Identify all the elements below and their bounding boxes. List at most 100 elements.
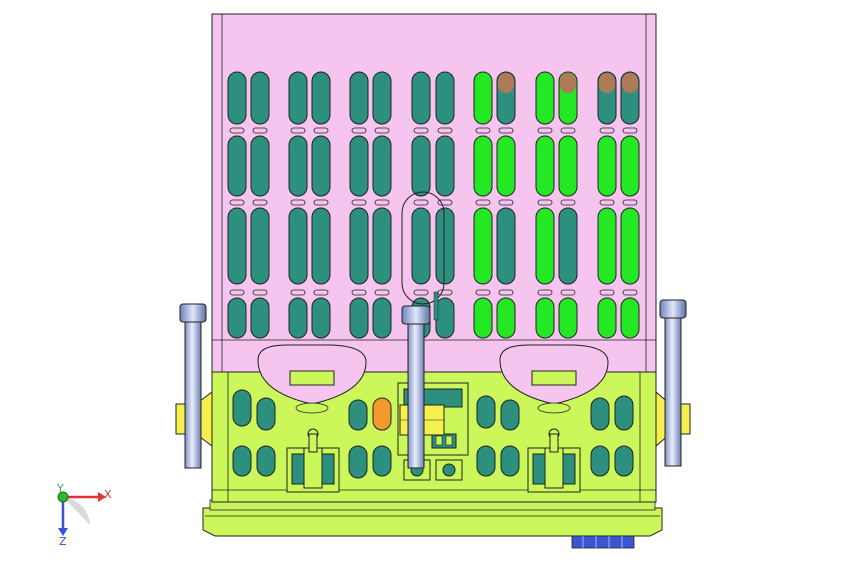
upper-housing xyxy=(211,13,657,373)
lower-slot xyxy=(590,445,610,477)
slot xyxy=(349,297,369,339)
rib-slot xyxy=(290,289,306,296)
slot xyxy=(558,297,578,339)
slot xyxy=(620,135,640,197)
rib-slot xyxy=(351,289,367,296)
rib-slot xyxy=(351,127,367,134)
slot xyxy=(558,207,578,285)
lower-slot xyxy=(348,445,368,479)
slot xyxy=(558,71,578,125)
slot xyxy=(250,297,270,339)
axis-x-label: X xyxy=(104,488,112,501)
lower-slot-array xyxy=(232,389,634,479)
rib-slot xyxy=(313,199,329,206)
slot xyxy=(597,71,617,125)
rib-slot xyxy=(537,127,553,134)
slot xyxy=(496,135,516,197)
axis-y-label: Y xyxy=(56,482,64,495)
slot xyxy=(288,207,308,285)
rib-slot xyxy=(475,127,491,134)
slot xyxy=(288,297,308,339)
rib-slot xyxy=(229,199,245,206)
rib-slot xyxy=(252,199,268,206)
upper-slot-array xyxy=(227,71,640,339)
rib-slot xyxy=(413,127,429,134)
base-plate xyxy=(202,499,663,537)
slot xyxy=(535,135,555,197)
rib-slot xyxy=(560,127,576,134)
slot xyxy=(473,135,493,197)
slot xyxy=(288,71,308,125)
rib-slot xyxy=(413,199,429,206)
rib-slot xyxy=(374,199,390,206)
lower-slot xyxy=(500,399,520,431)
lower-slot xyxy=(348,399,368,431)
slot xyxy=(535,297,555,339)
rib-slot xyxy=(599,289,615,296)
rib-slot xyxy=(622,199,638,206)
lower-slot xyxy=(372,445,392,477)
slot xyxy=(496,207,516,285)
lower-slot xyxy=(590,397,610,431)
rib-slot xyxy=(229,127,245,134)
slot xyxy=(227,207,247,285)
latch-left[interactable] xyxy=(257,344,367,414)
slot xyxy=(311,135,331,197)
slot xyxy=(435,71,455,125)
slot xyxy=(227,297,247,339)
slot xyxy=(411,71,431,125)
slot xyxy=(620,207,640,285)
rib-slot xyxy=(599,199,615,206)
rib-slot xyxy=(374,127,390,134)
rib-slot xyxy=(498,199,514,206)
lower-slot xyxy=(256,445,276,477)
latch-right[interactable] xyxy=(499,344,609,414)
slot xyxy=(349,207,369,285)
lower-slot xyxy=(232,445,252,477)
rib-slot xyxy=(290,127,306,134)
lower-slot xyxy=(232,389,252,427)
slot xyxy=(597,135,617,197)
slot xyxy=(250,135,270,197)
rib-slot xyxy=(475,199,491,206)
rib-slot xyxy=(537,289,553,296)
slot xyxy=(250,207,270,285)
rib-slot xyxy=(229,289,245,296)
rib-slot xyxy=(498,127,514,134)
guide-pin-center xyxy=(401,291,439,469)
lever-pocket-left xyxy=(286,428,340,493)
slot xyxy=(473,297,493,339)
rib-slot xyxy=(374,289,390,296)
slot xyxy=(311,71,331,125)
slot xyxy=(311,297,331,339)
slot xyxy=(435,297,455,339)
guide-pin-right xyxy=(659,299,687,467)
rib-slot xyxy=(351,199,367,206)
slot xyxy=(227,135,247,197)
rib-slot xyxy=(475,289,491,296)
axis-z-label: Z xyxy=(59,535,67,548)
slot xyxy=(620,297,640,339)
slot xyxy=(288,135,308,197)
slot xyxy=(435,135,455,197)
rib-slot xyxy=(537,199,553,206)
rib-slot xyxy=(413,289,429,296)
slot xyxy=(597,297,617,339)
slot xyxy=(372,207,392,285)
slot xyxy=(311,207,331,285)
lower-slot xyxy=(372,397,392,431)
bottom-connector xyxy=(571,535,635,549)
slot xyxy=(435,207,455,285)
rib-slot xyxy=(252,127,268,134)
rib-slot xyxy=(560,199,576,206)
slot xyxy=(473,71,493,125)
lower-slot xyxy=(476,445,496,477)
lower-slot xyxy=(476,395,496,429)
slot xyxy=(349,135,369,197)
slot xyxy=(411,207,431,285)
slot xyxy=(372,135,392,197)
rib-slot xyxy=(622,289,638,296)
slot xyxy=(349,71,369,125)
